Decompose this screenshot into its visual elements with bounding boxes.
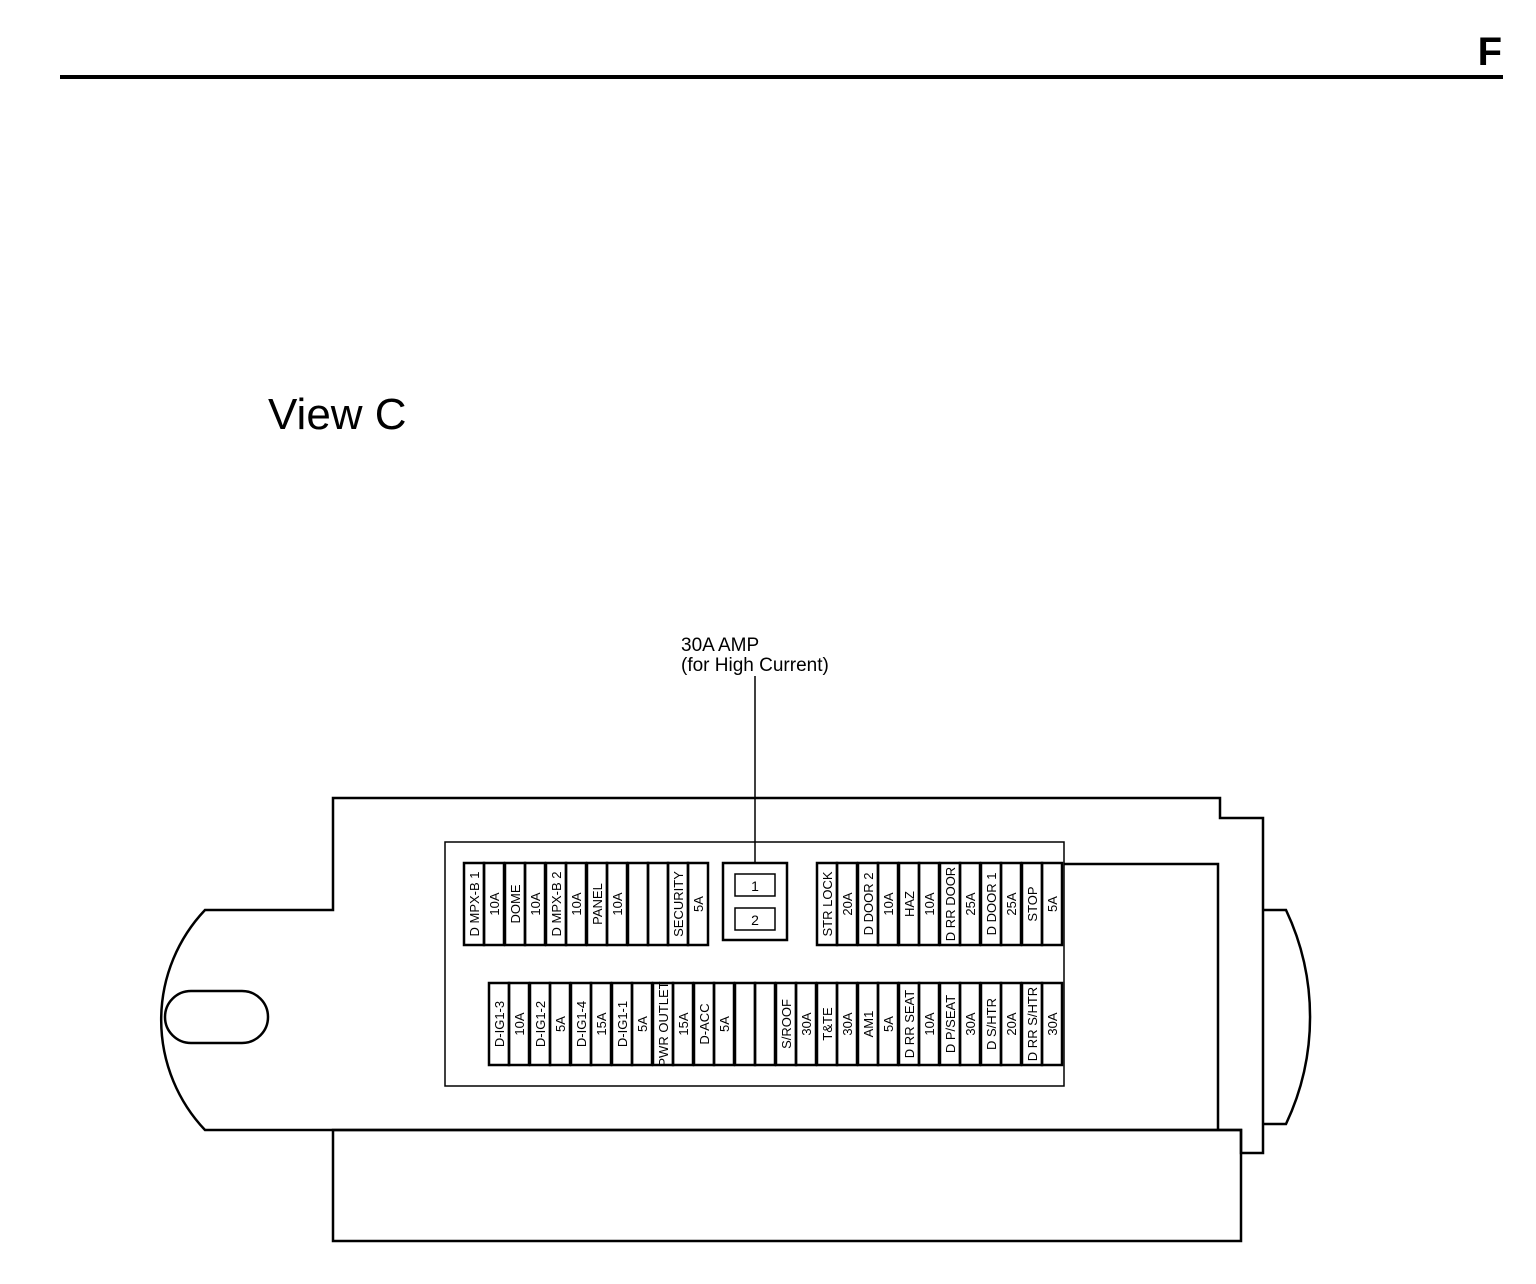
housing-inner-edge [1064,862,1220,1130]
fuse-label: D RR DOOR [943,867,958,941]
fuse-slot: T&TE 30A [815,981,859,1067]
fuse-rating: 10A [528,892,543,915]
fuse-label: D-IG1-2 [533,1001,548,1047]
fuse-slot: D-IG1-2 5A [528,981,572,1067]
fuse-label: D MPX-B 1 [467,871,482,936]
fuse-label-strip [626,861,650,947]
fuse-rating: 5A [717,1016,732,1032]
fuse-slot: STOP 5A [1020,861,1064,947]
amp-slot-1-box [734,873,776,897]
amp-slot-2: 2 [751,912,759,928]
fuse-rating-strip [686,861,710,947]
fuse-slot [733,981,777,1067]
fuse-rating: 15A [594,1012,609,1035]
fuse-rating: 15A [676,1012,691,1035]
fuse-rating-strip [753,981,777,1067]
fuse-slot: PWR OUTLET 15A [651,981,695,1067]
amp-callout-line1: 30A AMP [681,635,760,656]
fuse-label: STOP [1025,886,1040,921]
bottom-cover [331,1128,1243,1243]
fuse-rating: 25A [963,892,978,915]
fuse-rating: 10A [569,892,584,915]
fuse-label: D-IG1-4 [574,1001,589,1047]
fuse-rating: 10A [610,892,625,915]
fuse-rating: 10A [922,1012,937,1035]
view-title: View C [268,390,407,439]
fuse-rating: 30A [963,1012,978,1035]
fuse-label: S/ROOF [779,999,794,1049]
fuse-slot: D RR DOOR 25A [938,861,982,947]
fuse-rating: 25A [1004,892,1019,915]
fuse-rating: 5A [553,1016,568,1032]
amp-callout-label: 30A AMP (for High Current) [681,636,829,676]
fuse-label: SECURITY [671,871,686,937]
fuse-slot: D-IG1-1 5A [610,981,654,1067]
mounting-slot [163,989,270,1045]
fuse-slot: HAZ 10A [897,861,941,947]
fuse-slot: D DOOR 1 25A [979,861,1023,947]
page-letter: F [1477,30,1502,74]
fuse-label: D-ACC [697,1003,712,1044]
fuse-slot: D-ACC 5A [692,981,736,1067]
fuse-slot: D-IG1-3 10A [487,981,531,1067]
fuse-slot: D RR S/HTR 30A [1020,981,1064,1067]
fuse-slot: D S/HTR 20A [979,981,1023,1067]
fuse-rating: 20A [1004,1012,1019,1035]
fuse-slot: D P/SEAT 30A [938,981,982,1067]
fuse-label: D MPX-B 2 [549,871,564,936]
fuse-slot: D RR SEAT 10A [897,981,941,1067]
fuse-rating: 10A [512,1012,527,1035]
fuse-label: D S/HTR [984,998,999,1050]
fuse-rating: 30A [840,1012,855,1035]
fuse-label: PANEL [590,883,605,925]
right-end-cap [1263,908,1312,1126]
fuse-rating: 5A [881,1016,896,1032]
fuse-slot: PANEL 10A [585,861,629,947]
fuse-label: D RR SEAT [902,990,917,1058]
fuse-label: HAZ [902,891,917,917]
fuse-rating: 30A [799,1012,814,1035]
fuse-label: PWR OUTLET [656,981,671,1066]
fuse-label: STR LOCK [820,871,835,936]
fuse-label: D RR S/HTR [1025,987,1040,1061]
fuse-slot: AM1 5A [856,981,900,1067]
fuse-slot: D MPX-B 2 10A [544,861,588,947]
fuse-slot [626,861,670,947]
fuse-rating: 30A [1045,1012,1060,1035]
fuse-rating-strip [1040,981,1064,1067]
fuse-slot: D MPX-B 1 10A [462,861,506,947]
fuse-label: D DOOR 2 [861,873,876,936]
fuse-rating: 10A [487,892,502,915]
fuse-slot: SECURITY 5A [666,861,710,947]
fuse-rating: 5A [1045,896,1060,912]
fuse-rating: 10A [922,892,937,915]
fuse-slot: DOME 10A [503,861,547,947]
fuse-label: D-IG1-1 [615,1001,630,1047]
fuse-slot: S/ROOF 30A [774,981,818,1067]
fuse-rating: 20A [840,892,855,915]
fuse-label-strip [733,981,757,1067]
amp-slot-1: 1 [751,878,759,894]
fuse-label: DOME [508,884,523,923]
fuse-slot: STR LOCK 20A [815,861,859,947]
amp-slot-2-box [734,907,776,931]
fuse-label: D-IG1-3 [492,1001,507,1047]
fuse-label: D P/SEAT [943,995,958,1053]
fuse-label: D DOOR 1 [984,873,999,936]
amp-callout-line2: (for High Current) [681,655,829,676]
fuse-rating-strip [646,861,670,947]
fuse-slot: D-IG1-4 15A [569,981,613,1067]
fuse-label: AM1 [861,1011,876,1038]
fuse-slot: D DOOR 2 10A [856,861,900,947]
header-rule [60,75,1503,79]
fuse-rating: 5A [691,896,706,912]
fuse-rating: 5A [635,1016,650,1032]
housing-outline [159,796,1265,1155]
fuse-label: T&TE [820,1007,835,1041]
fuse-row-top: D MPX-B 1 10A DOME 10A D MPX-B 2 10A PANEL 10A S… [462,861,1064,947]
fuse-rating: 10A [881,892,896,915]
fuse-rating-strip [1040,861,1064,947]
